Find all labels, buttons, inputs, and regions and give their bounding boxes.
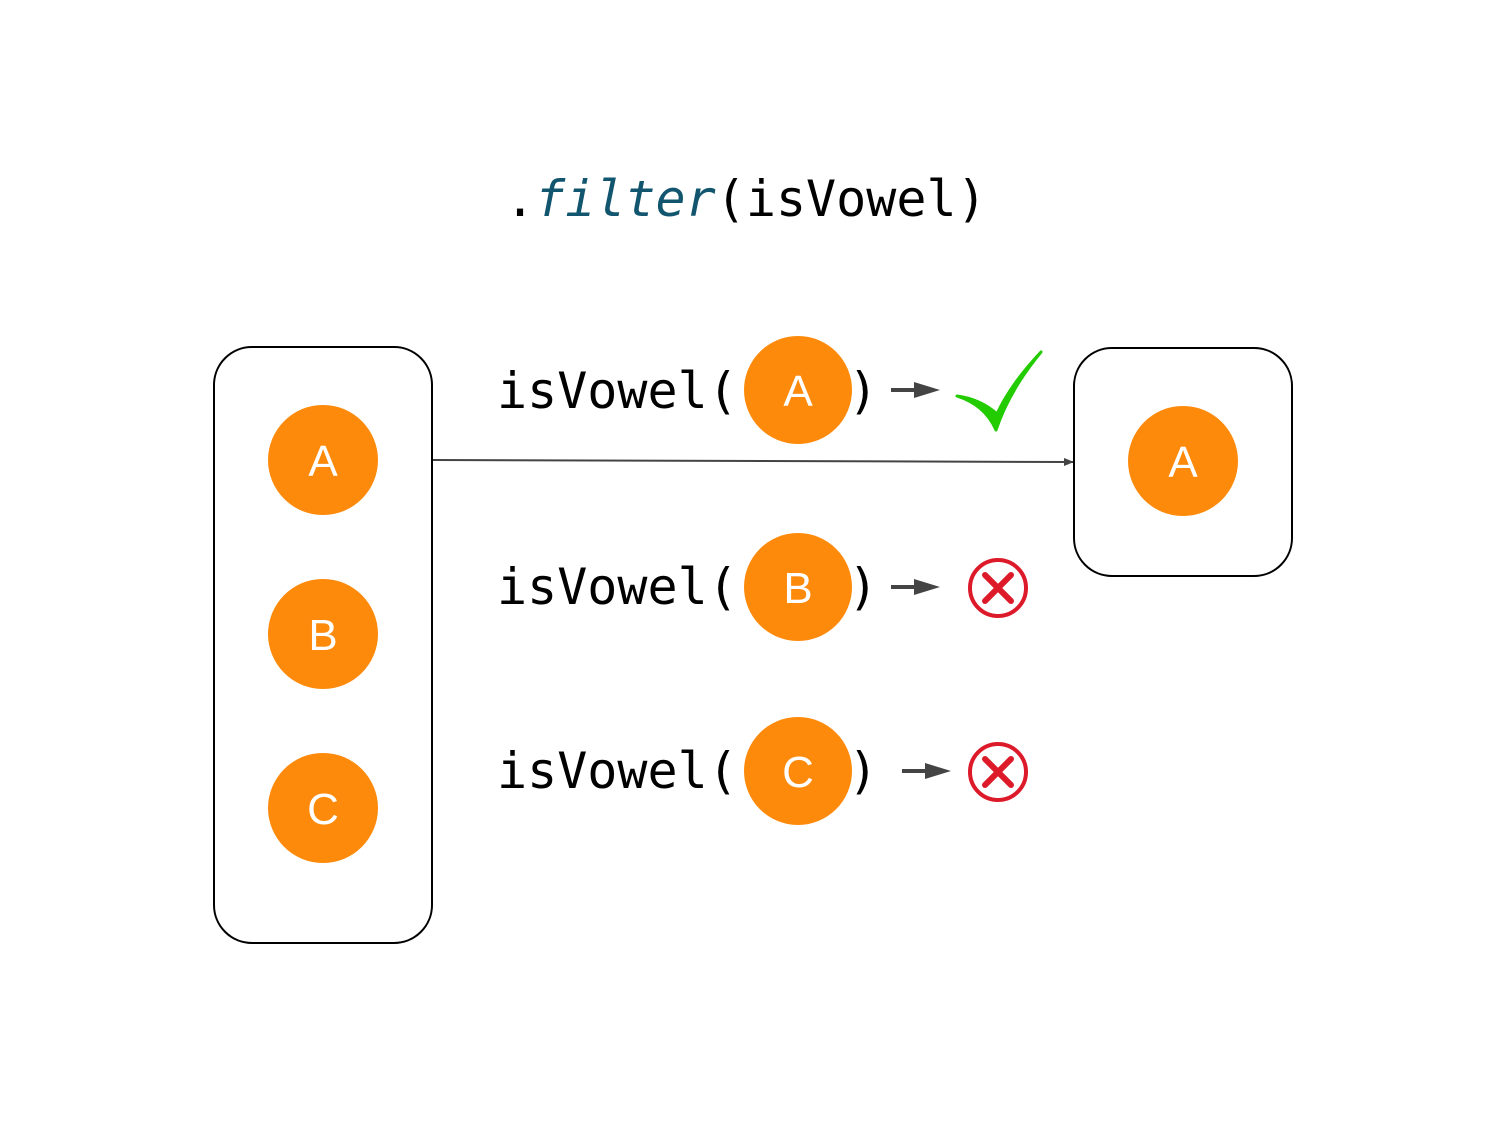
- call-close-paren: ): [848, 362, 878, 420]
- call-arg-label: C: [782, 748, 814, 797]
- call-row: isVowel( A ): [497, 336, 1043, 444]
- call-row: isVowel( B ): [497, 533, 1028, 641]
- title-open-paren: (: [716, 170, 746, 228]
- title-argument: isVowel: [746, 170, 957, 228]
- call-arg-circle: [744, 533, 852, 641]
- call-close-paren: ): [848, 742, 878, 800]
- input-item: C: [268, 753, 378, 863]
- title-close-paren: ): [957, 170, 987, 228]
- call-close-paren: ): [848, 558, 878, 616]
- call-row: isVowel( C ): [497, 717, 1028, 825]
- output-item-label: A: [1168, 438, 1198, 487]
- diagram-title: .filter(isVowel): [505, 170, 987, 228]
- result-arrow-icon: [891, 382, 940, 398]
- call-arg-label: B: [783, 564, 812, 613]
- call-arg-circle: [744, 717, 852, 825]
- call-function: isVowel(: [497, 362, 738, 420]
- input-item-label: C: [307, 785, 339, 834]
- call-arg-label: A: [783, 367, 813, 416]
- input-item-circle: [268, 579, 378, 689]
- input-item: A: [268, 405, 378, 515]
- cross-circle-icon: [968, 742, 1028, 802]
- result-arrow-icon: [902, 763, 951, 779]
- input-item-label: A: [308, 437, 338, 486]
- input-item-circle: [268, 405, 378, 515]
- input-item: B: [268, 579, 378, 689]
- check-icon: [955, 350, 1043, 432]
- cross-circle-icon: [968, 558, 1028, 618]
- output-item-circle: [1128, 406, 1238, 516]
- call-arg-circle: [744, 336, 852, 444]
- output-item: A: [1128, 406, 1238, 516]
- title-prefix: .: [505, 170, 535, 228]
- call-function: isVowel(: [497, 558, 738, 616]
- title-method: filter: [535, 170, 716, 228]
- call-function: isVowel(: [497, 742, 738, 800]
- input-item-circle: [268, 753, 378, 863]
- pass-through-connector: [432, 457, 1074, 466]
- result-arrow-icon: [891, 579, 940, 595]
- input-item-label: B: [308, 611, 337, 660]
